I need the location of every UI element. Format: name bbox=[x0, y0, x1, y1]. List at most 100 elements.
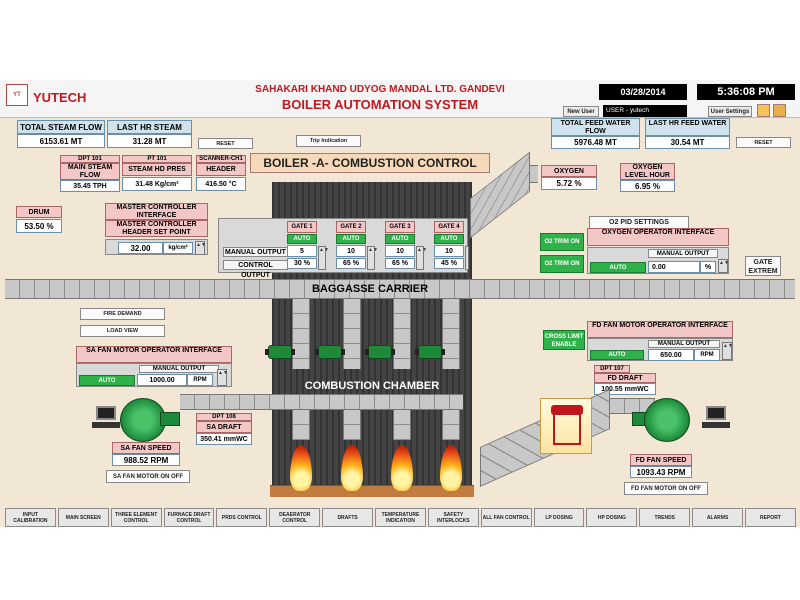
combustion-chamber-label: COMBUSTION CHAMBER bbox=[304, 380, 440, 392]
fd-fan-motor-onoff-button[interactable]: FD FAN MOTOR ON OFF bbox=[624, 482, 708, 495]
sa-fan-speed-value: 988.52 RPM bbox=[112, 454, 180, 466]
sa-fan-interface-title: SA FAN MOTOR OPERATOR INTERFACE bbox=[76, 346, 232, 363]
sa-fan-spinner[interactable]: ▲▼ bbox=[217, 369, 228, 386]
steam-hd-label: STEAM HD PRES bbox=[122, 163, 192, 176]
fd-fan-value-input[interactable]: 650.00 bbox=[648, 349, 694, 361]
sa-fan-motor-onoff-button[interactable]: SA FAN MOTOR ON OFF bbox=[106, 470, 190, 483]
flame-1-icon bbox=[290, 445, 312, 491]
o2-trim-on-sa-button[interactable]: O2 TRIM ON SA bbox=[540, 255, 584, 284]
feeder-motor-1-icon[interactable] bbox=[265, 345, 295, 359]
gate-2-spinner[interactable]: ▲▼ bbox=[367, 246, 378, 270]
current-user: USER - yutech bbox=[603, 105, 687, 117]
nav-main-screen[interactable]: MAIN SCREEN bbox=[57, 508, 109, 527]
reset-steam-button[interactable]: RESET bbox=[198, 138, 253, 149]
user-settings-button[interactable]: User Settings bbox=[708, 106, 752, 117]
nav-drafts[interactable]: DRAFTS bbox=[322, 508, 374, 527]
fd-fan-icon[interactable] bbox=[632, 398, 692, 442]
master-setpoint-panel: 32.00 kg/cm² ▲▼ bbox=[105, 239, 208, 255]
nav-three-element-control[interactable]: THREE ELEMENT CONTROL bbox=[110, 508, 162, 527]
master-setpoint-unit: kg/cm² bbox=[163, 242, 193, 254]
sa-draft-label: SA DRAFT bbox=[196, 421, 252, 433]
gate-1: GATE 1 AUTO 5 30 % bbox=[287, 221, 317, 269]
load-view-button[interactable]: LOAD VIEW bbox=[80, 325, 165, 337]
nav-temperature-indication[interactable]: TEMPERATURE INDICATION bbox=[375, 508, 426, 527]
oxygen-spinner[interactable]: ▲▼ bbox=[718, 259, 729, 273]
cross-limit-enable-button[interactable]: CROSS LIMIT ENABLE bbox=[543, 330, 585, 350]
chamber-base bbox=[270, 485, 474, 497]
feeder-motor-4-icon[interactable] bbox=[415, 345, 445, 359]
sa-branch-1 bbox=[292, 410, 310, 440]
gate-4-auto-button[interactable]: AUTO bbox=[434, 234, 464, 244]
total-feed-water-label: TOTAL FEED WATER FLOW bbox=[551, 118, 640, 136]
nav-all-fan-control[interactable]: ALL FAN CONTROL bbox=[480, 508, 532, 527]
fd-fan-speed-value: 1093.43 RPM bbox=[630, 466, 692, 478]
control-output-label: CONTROL OUTPUT bbox=[223, 260, 288, 279]
nav-furnace-draft-control[interactable]: FURNACE DRAFT CONTROL bbox=[163, 508, 215, 527]
sa-fan-icon[interactable] bbox=[120, 398, 180, 442]
feeder-motor-2-icon[interactable] bbox=[315, 345, 345, 359]
master-spinner[interactable]: ▲▼ bbox=[195, 241, 206, 255]
sa-draft-value: 350.41 mmWC bbox=[196, 433, 252, 445]
o2-trim-on-button[interactable]: O2 TRIM ON bbox=[540, 233, 584, 251]
nav-alarms[interactable]: ALARMS bbox=[692, 508, 744, 527]
nav-prds-control[interactable]: PRDS CONTROL bbox=[216, 508, 268, 527]
oxygen-auto-button[interactable]: AUTO bbox=[590, 262, 646, 273]
gate-1-auto-button[interactable]: AUTO bbox=[287, 234, 317, 244]
main-steam-value: 35.45 TPH bbox=[60, 180, 120, 192]
gate-3: GATE 3 AUTO 10 65 % bbox=[385, 221, 415, 269]
fire-demand-button[interactable]: FIRE DEMAND bbox=[80, 308, 165, 320]
feeder-motor-3-icon[interactable] bbox=[365, 345, 395, 359]
sa-draft-tag: DPT 108 bbox=[196, 413, 252, 421]
master-setpoint-input[interactable]: 32.00 bbox=[118, 242, 163, 254]
gate-3-auto-button[interactable]: AUTO bbox=[385, 234, 415, 244]
reset-feed-water-button[interactable]: RESET bbox=[736, 137, 791, 148]
key-icon[interactable] bbox=[773, 104, 786, 117]
baggasse-carrier bbox=[5, 279, 795, 299]
flame-2-icon bbox=[341, 445, 363, 491]
nav-hp-dosing[interactable]: HP DOSING bbox=[586, 508, 638, 527]
fd-fan-speed-label: FD FAN SPEED bbox=[630, 454, 692, 466]
time-display: 5:36:08 PM bbox=[697, 84, 795, 100]
nav-deaerator-control[interactable]: DEAERATOR CONTROL bbox=[269, 508, 321, 527]
new-user-button[interactable]: New User bbox=[563, 106, 599, 117]
sa-fan-auto-button[interactable]: AUTO bbox=[79, 375, 135, 386]
gates-panel: MANUAL OUTPUT CONTROL OUTPUT GATE 1 AUTO… bbox=[218, 218, 469, 279]
manual-output-label: MANUAL OUTPUT bbox=[223, 247, 288, 257]
gate-1-spinner[interactable]: ▲▼ bbox=[318, 246, 329, 270]
master-controller-sub: MASTER CONTROLLER HEADER SET POINT bbox=[105, 220, 208, 237]
fd-fan-unit: RPM bbox=[694, 349, 720, 361]
gate-3-title: GATE 3 bbox=[385, 221, 415, 233]
trip-indication-button[interactable]: Trip Indication bbox=[296, 135, 361, 147]
nav-report[interactable]: REPORT bbox=[745, 508, 796, 527]
fd-draft-label: FD DRAFT bbox=[594, 373, 656, 383]
lock-icon[interactable] bbox=[757, 104, 770, 117]
gate-2-manual[interactable]: 10 bbox=[336, 245, 366, 257]
nav-safety-interlocks[interactable]: SAFETY INTERLOCKS bbox=[427, 508, 479, 527]
gate-2: GATE 2 AUTO 10 65 % bbox=[336, 221, 366, 269]
nav-input-calibration[interactable]: INPUT CALIBRATION bbox=[5, 508, 56, 527]
fd-fan-auto-button[interactable]: AUTO bbox=[590, 350, 644, 360]
scada-screen: YT YUTECH SAHAKARI KHAND UDYOG MANDAL LT… bbox=[0, 80, 800, 527]
nav-lp-dosing[interactable]: LP DOSING bbox=[533, 508, 585, 527]
nav-trends[interactable]: TRENDS bbox=[639, 508, 691, 527]
gate-2-auto-button[interactable]: AUTO bbox=[336, 234, 366, 244]
steam-hd-unit: Kg/cm² bbox=[154, 181, 179, 188]
master-controller-title: MASTER CONTROLLER INTERFACE bbox=[105, 203, 208, 220]
gate-1-title: GATE 1 bbox=[287, 221, 317, 233]
gate-1-manual[interactable]: 5 bbox=[287, 245, 317, 257]
gate-4: GATE 4 AUTO 10 45 % bbox=[434, 221, 464, 269]
fd-fan-spinner[interactable]: ▲▼ bbox=[722, 342, 733, 360]
main-steam-label: MAIN STEAM FLOW bbox=[60, 163, 120, 180]
sa-fan-speed-label: SA FAN SPEED bbox=[112, 442, 180, 454]
gate-3-manual[interactable]: 10 bbox=[385, 245, 415, 257]
sa-fan-value-input[interactable]: 1000.00 bbox=[137, 374, 187, 386]
gate-3-spinner[interactable]: ▲▼ bbox=[416, 246, 427, 270]
gate-extrem-button[interactable]: GATE EXTREM bbox=[745, 256, 781, 276]
gate-4-spinner[interactable] bbox=[465, 246, 469, 270]
system-title: BOILER AUTOMATION SYSTEM bbox=[281, 97, 479, 112]
gate-4-chute bbox=[442, 299, 460, 369]
oxygen-avg-value: 6.95 % bbox=[620, 180, 675, 192]
sa-fan-interface-panel: MANUAL OUTPUT AUTO 1000.00 RPM ▲▼ bbox=[76, 363, 232, 387]
gate-4-manual[interactable]: 10 bbox=[434, 245, 464, 257]
oxygen-value-input[interactable]: 0.00 bbox=[648, 261, 700, 273]
